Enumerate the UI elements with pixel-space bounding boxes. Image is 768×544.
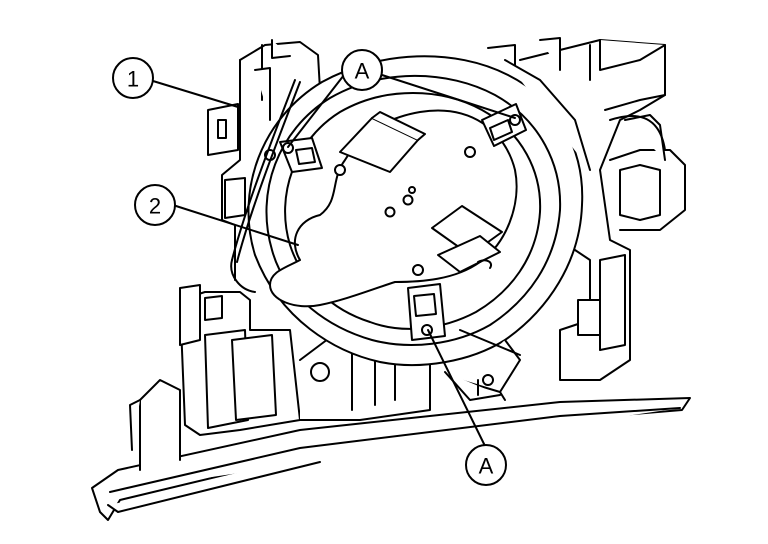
callout-a-top-label: A — [355, 59, 370, 84]
callout-1-label: 1 — [127, 67, 139, 92]
base-tray — [91, 379, 691, 521]
mounting-screw-right — [482, 374, 494, 386]
blower-motor — [269, 109, 518, 308]
callout-circles — [112, 49, 507, 486]
leader-lines — [152, 74, 516, 449]
callout-a-bottom-circle — [465, 444, 507, 486]
callout-2-label: 2 — [149, 194, 161, 219]
callout-2-circle — [134, 184, 176, 226]
mounting-bracket-top-right — [464, 103, 527, 158]
callout-1-circle — [112, 57, 154, 99]
callout-a-bottom-label: A — [479, 454, 494, 479]
callout-a-top-circle — [341, 49, 383, 91]
wiring-harness — [230, 79, 666, 293]
